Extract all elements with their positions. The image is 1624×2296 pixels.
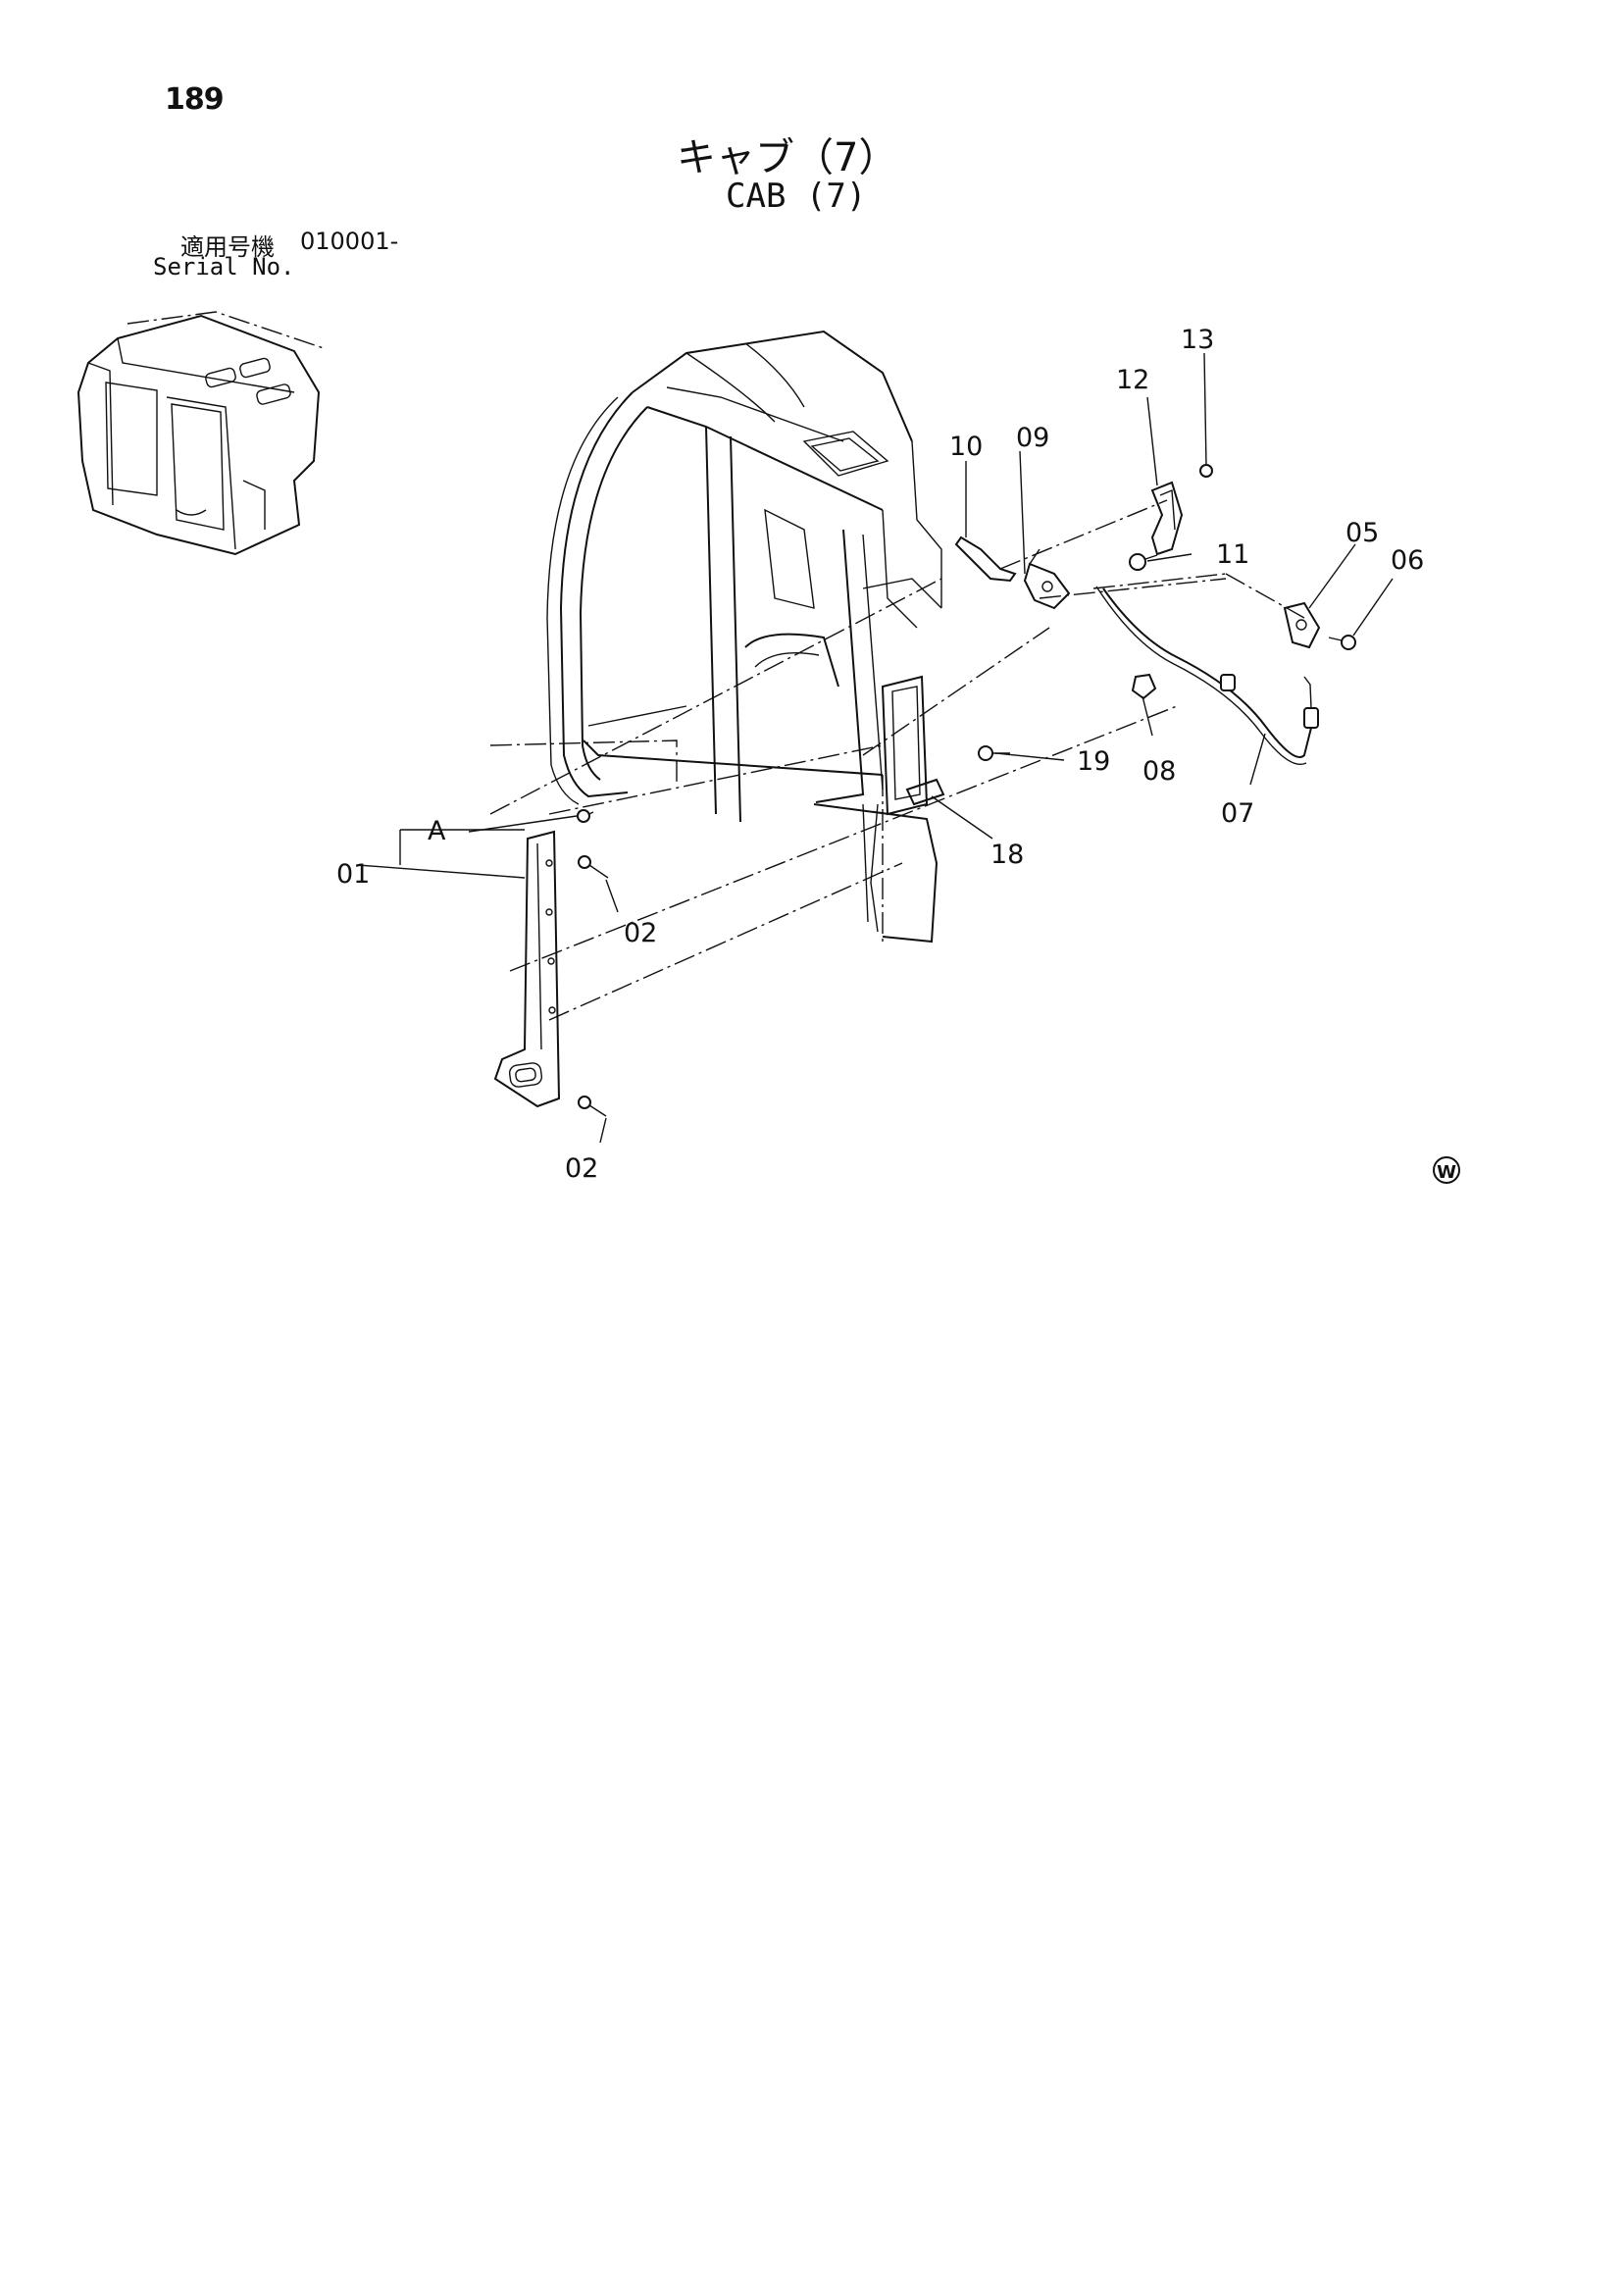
callout-06: 06 bbox=[1391, 545, 1424, 576]
construction-lines bbox=[489, 499, 1305, 1021]
part-08-clip bbox=[1131, 673, 1157, 700]
cab-thumbnail bbox=[76, 311, 325, 556]
part-05-clamp bbox=[1283, 601, 1321, 649]
cab-frame bbox=[546, 330, 942, 944]
callout-19: 19 bbox=[1077, 746, 1110, 777]
callout-07: 07 bbox=[1221, 798, 1254, 829]
callout-18: 18 bbox=[990, 840, 1024, 870]
page-number: 189 bbox=[165, 82, 225, 117]
part-09-latch bbox=[1023, 548, 1071, 610]
leader-lines bbox=[357, 352, 1394, 1144]
bolt-A bbox=[577, 809, 594, 823]
part-10-bracket bbox=[954, 536, 1017, 583]
callout-01: 01 bbox=[336, 859, 370, 890]
callout-10: 10 bbox=[949, 432, 983, 462]
callout-09: 09 bbox=[1016, 423, 1049, 453]
callout-12: 12 bbox=[1116, 365, 1149, 395]
part-12-handle bbox=[1150, 481, 1184, 556]
callout-02-upper: 02 bbox=[624, 918, 657, 948]
title-english: CAB (7) bbox=[726, 177, 867, 216]
callout-13: 13 bbox=[1181, 325, 1214, 355]
title-japanese: キャブ（7） bbox=[677, 135, 898, 180]
part-06-bolt bbox=[1328, 635, 1356, 650]
serial-label-english: Serial No. bbox=[153, 253, 295, 281]
callout-08: 08 bbox=[1142, 756, 1176, 787]
part-07-cable bbox=[1095, 586, 1319, 765]
part-19-bolt bbox=[978, 745, 1010, 761]
part-01-pillar bbox=[493, 830, 561, 1108]
part-11-bolt bbox=[1129, 553, 1158, 571]
callout-labels: 01 02 02 05 06 07 08 09 10 11 12 13 18 1… bbox=[336, 325, 1424, 1184]
bolt-02-upper bbox=[578, 855, 609, 879]
circled-w-mark: W bbox=[1433, 1156, 1460, 1184]
serial-label-japanese: 適用号機 bbox=[180, 233, 275, 261]
part-18-plate bbox=[905, 778, 945, 806]
bolt-02-lower bbox=[578, 1096, 607, 1117]
callout-05: 05 bbox=[1345, 518, 1379, 548]
mark-w: W bbox=[1437, 1162, 1456, 1183]
callout-02-lower: 02 bbox=[565, 1153, 598, 1184]
part-13-screw bbox=[1199, 464, 1213, 478]
callout-11: 11 bbox=[1216, 539, 1249, 570]
callout-A: A bbox=[428, 816, 446, 846]
serial-value: 010001- bbox=[300, 228, 399, 255]
